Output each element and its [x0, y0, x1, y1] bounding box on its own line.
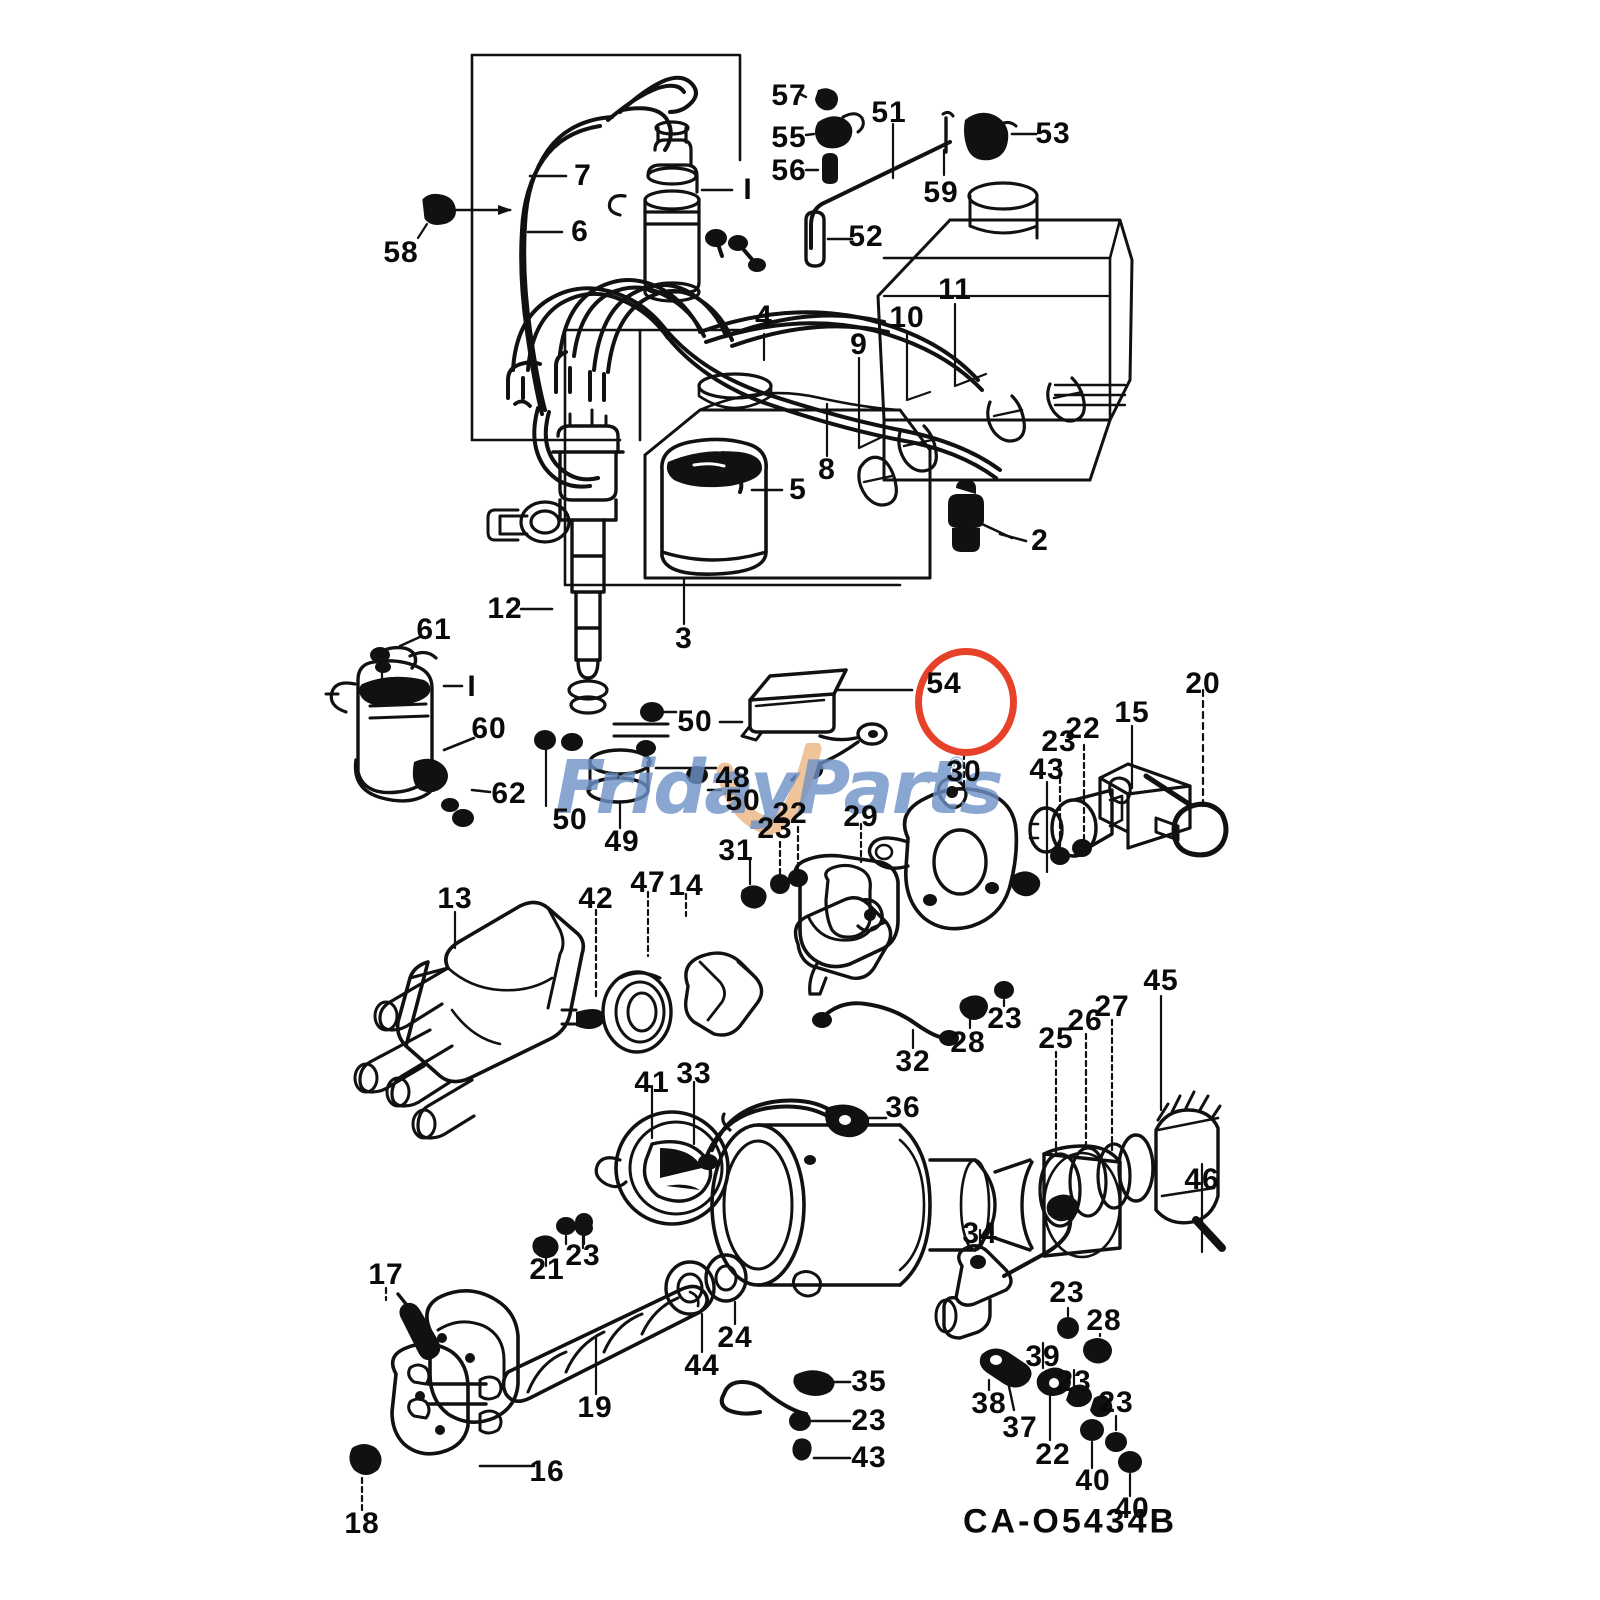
callout-label-38: 38: [971, 1387, 1007, 1420]
callout-label-58: 58: [383, 236, 419, 269]
diagram-caption: CA-O5434B: [962, 1502, 1178, 1541]
callout-label-57: 57: [771, 79, 807, 112]
callout-label-15: 15: [1114, 696, 1150, 729]
callout-label-12: 12: [487, 592, 523, 625]
callout-label-23: 23: [757, 812, 793, 845]
callout-label-22: 22: [1065, 712, 1101, 745]
callout-label-13: 13: [437, 882, 473, 915]
callout-label-23: 23: [1098, 1386, 1134, 1419]
callout-label-23: 23: [987, 1002, 1023, 1035]
callout-label-44: 44: [684, 1349, 720, 1382]
callout-label-48: 48: [715, 761, 751, 794]
callout-label-29: 29: [843, 800, 879, 833]
callout-label-55: 55: [771, 121, 807, 154]
callout-label-8: 8: [818, 453, 836, 486]
callout-label-56: 56: [771, 154, 807, 187]
callout-label-54: 54: [926, 667, 962, 700]
callout-label-59: 59: [923, 176, 959, 209]
callout-label-60: 60: [471, 712, 507, 745]
callout-label-17: 17: [368, 1258, 404, 1291]
callout-label-23: 23: [851, 1404, 887, 1437]
callout-label-40: 40: [1075, 1464, 1111, 1497]
callout-label-20: 20: [1185, 667, 1221, 700]
callout-label-40: 40: [1114, 1492, 1150, 1525]
callout-label-5: 5: [789, 473, 807, 506]
callout-label-28: 28: [950, 1026, 986, 1059]
callout-label-32: 32: [895, 1045, 931, 1078]
callout-label-51: 51: [871, 96, 907, 129]
callout-label-28: 28: [1086, 1304, 1122, 1337]
callout-label-23: 23: [1041, 725, 1077, 758]
callout-label-10: 10: [889, 301, 925, 334]
callout-label-35: 35: [851, 1365, 887, 1398]
callout-label-22: 22: [1035, 1438, 1071, 1471]
callout-label-23: 23: [1049, 1276, 1085, 1309]
callout-label-50: 50: [552, 803, 588, 836]
callout-label-42: 42: [578, 882, 614, 915]
callout-label-33: 33: [676, 1057, 712, 1090]
callout-label-39: 39: [1025, 1340, 1061, 1373]
callout-label-6: 6: [571, 215, 589, 248]
callout-label-45: 45: [1143, 964, 1179, 997]
callout-label-30: 30: [946, 755, 982, 788]
callout-label-23: 23: [565, 1239, 601, 1272]
callout-label-50: 50: [725, 784, 761, 817]
callout-label-19: 19: [577, 1391, 613, 1424]
callout-label-24: 24: [717, 1321, 753, 1354]
callout-label-18: 18: [344, 1507, 380, 1540]
callout-label-7: 7: [574, 159, 592, 192]
callout-label-62: 62: [491, 777, 527, 810]
callout-label-11: 11: [938, 273, 972, 306]
callout-label-22: 22: [772, 797, 808, 830]
callout-label-9: 9: [850, 328, 868, 361]
callout-label-43: 43: [851, 1441, 887, 1474]
callout-label-53: 53: [1035, 117, 1071, 150]
callout-label-52: 52: [848, 220, 884, 253]
callout-label-23: 23: [1056, 1365, 1092, 1398]
callout-label-16: 16: [529, 1455, 565, 1488]
highlight-ellipse-item-54: [915, 648, 1017, 756]
callout-label-61: 61: [416, 613, 452, 646]
callout-label-21: 21: [529, 1253, 565, 1286]
callout-label-47: 47: [630, 866, 666, 899]
callout-label-3: 3: [675, 622, 693, 655]
callout-label-37: 37: [1002, 1411, 1038, 1444]
callout-label-50: 50: [677, 705, 713, 738]
callout-label-4: 4: [755, 300, 773, 333]
callout-label-14: 14: [668, 869, 704, 902]
callout-label-46: 46: [1184, 1163, 1220, 1196]
callout-label-49: 49: [604, 825, 640, 858]
callout-label-41: 41: [634, 1066, 670, 1099]
callout-label-I: I: [467, 670, 477, 703]
callout-label-31: 31: [718, 834, 754, 867]
callout-label-2: 2: [1031, 524, 1049, 557]
callout-label-36: 36: [885, 1091, 921, 1124]
callout-label-34: 34: [962, 1217, 998, 1250]
callout-label-25: 25: [1038, 1022, 1074, 1055]
callout-label-I: I: [743, 173, 753, 206]
callout-label-43: 43: [1029, 753, 1065, 786]
callout-label-27: 27: [1094, 990, 1130, 1023]
callout-label-26: 26: [1067, 1004, 1103, 1037]
